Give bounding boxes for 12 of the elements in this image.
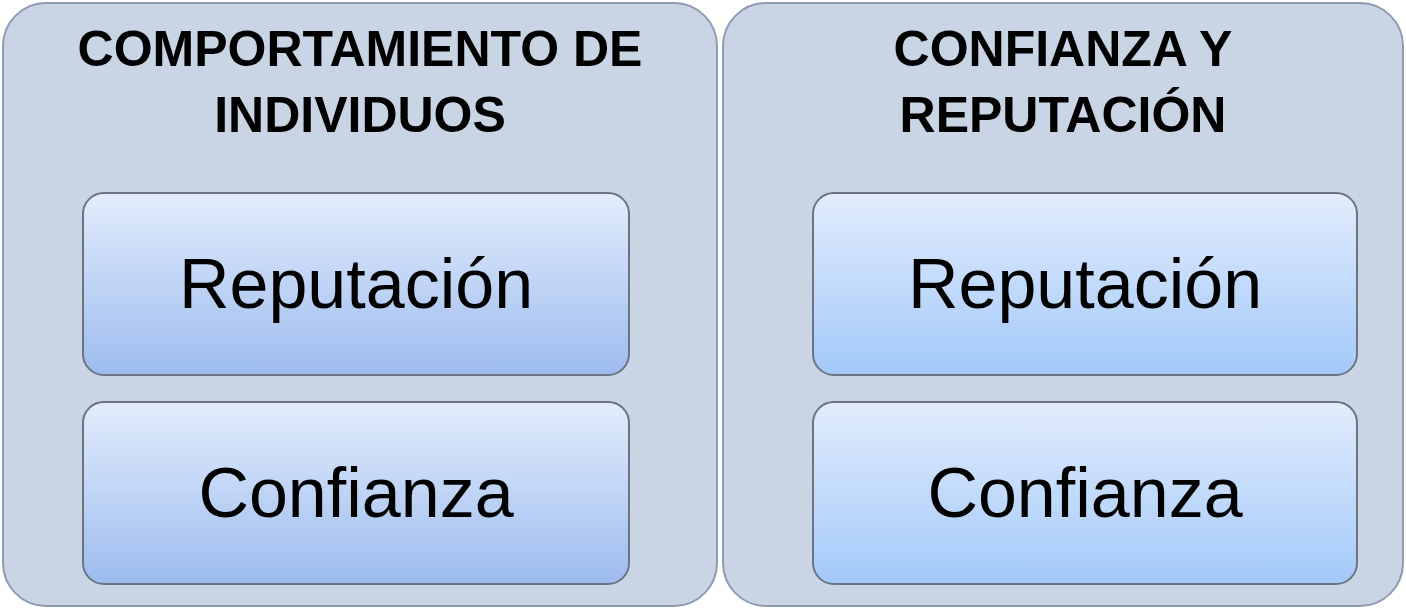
- box-label: Reputación: [178, 244, 534, 324]
- box-label: Confianza: [198, 453, 514, 533]
- group-panel: [2, 2, 718, 607]
- panel-heading: COMPORTAMIENTO DE INDIVIDUOS: [76, 20, 644, 145]
- panel-heading: CONFIANZA Y REPUTACIÓN: [892, 20, 1234, 145]
- box-label: Reputación: [907, 244, 1263, 324]
- box-label: Confianza: [927, 453, 1243, 533]
- concept-box: [812, 192, 1358, 376]
- concept-box: [82, 401, 630, 585]
- group-panel: [722, 2, 1404, 607]
- concept-box: [812, 401, 1358, 585]
- concept-box: [82, 192, 630, 376]
